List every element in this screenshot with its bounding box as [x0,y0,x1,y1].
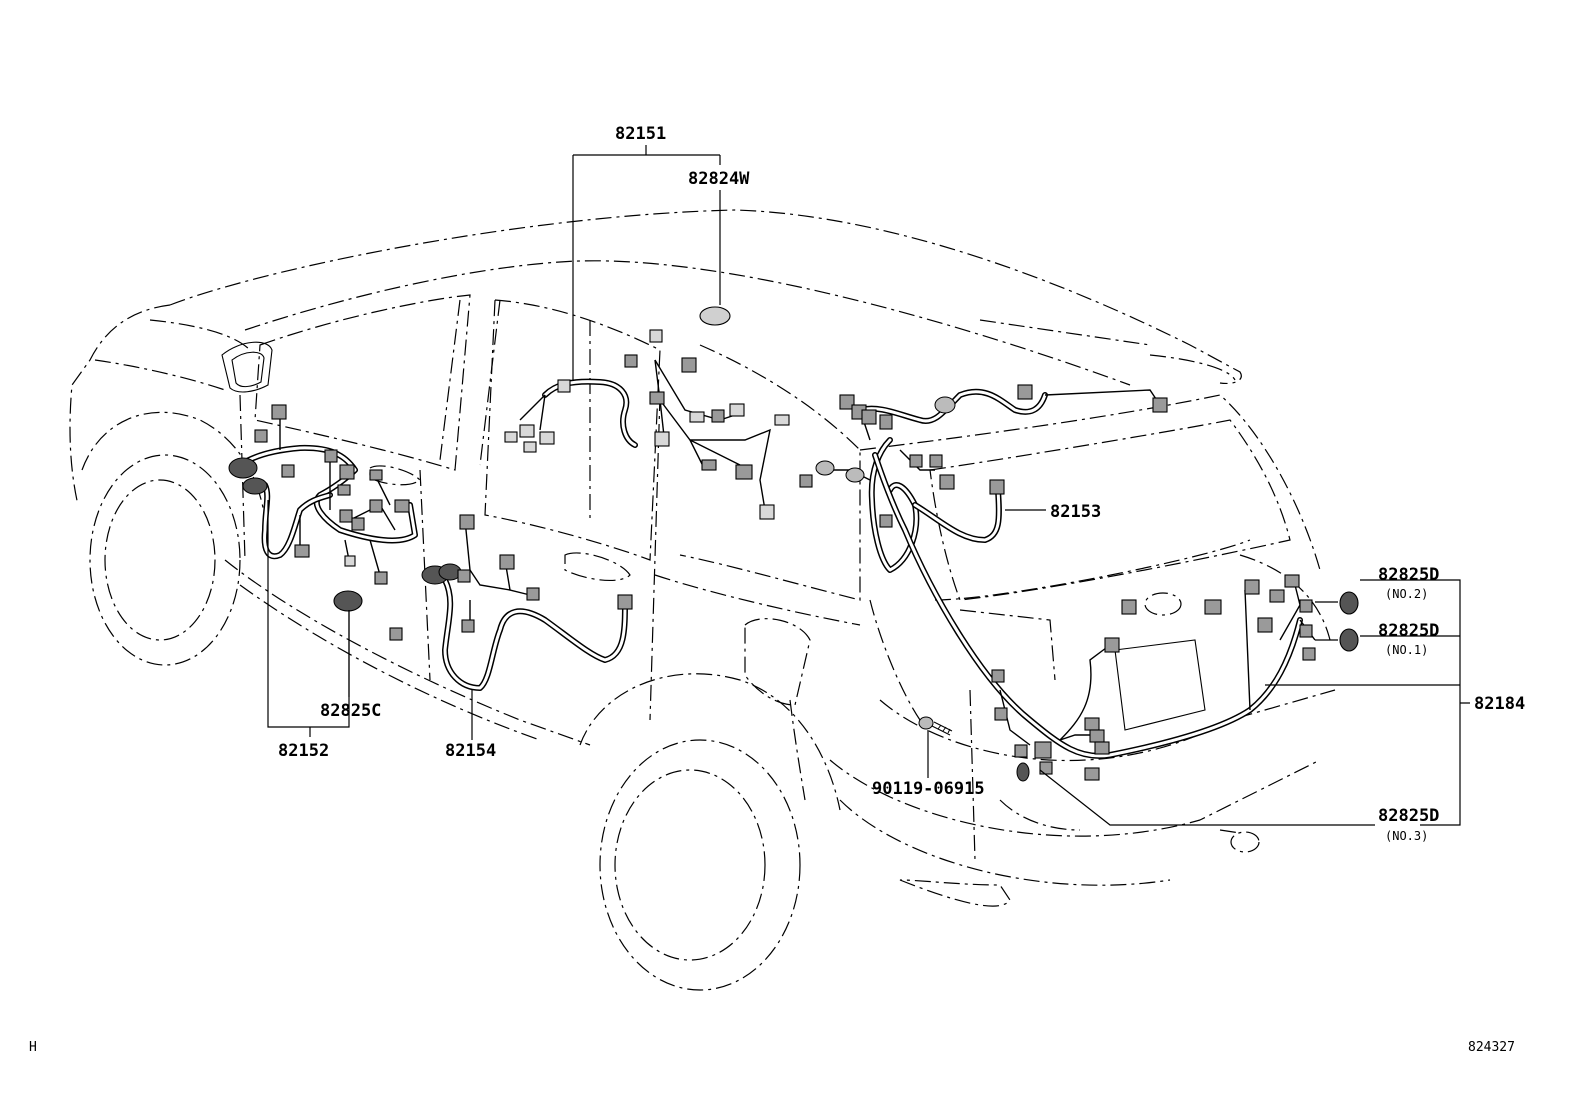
harness-82184 [872,452,1359,782]
label-82825d-no3: 82825D [1378,806,1439,826]
label-82151: 82151 [615,124,666,144]
grommet-82825d-no3 [1016,762,1030,782]
label-82825c: 82825C [320,701,381,721]
harness-82154 [421,514,633,691]
illustration-number: 824327 [1468,1040,1515,1055]
harness-82151 [504,306,790,520]
grommet-82825d-no1 [1339,628,1359,652]
label-82154: 82154 [445,741,496,761]
section-letter: H [29,1040,37,1055]
harness-82152 [228,404,418,641]
clip-82824w [699,306,731,326]
grommet-82825d-no2 [1339,591,1359,615]
label-82825d-no2-note: (NO.2) [1385,587,1428,601]
label-82153: 82153 [1050,502,1101,522]
label-90119-06915: 90119-06915 [872,779,985,799]
label-82825d-no3-note: (NO.3) [1385,829,1428,843]
harness-82153 [799,384,1168,573]
part-labels: 82151 82824W 82153 82825D (NO.2) 82825D … [278,124,1525,843]
label-82825d-no1-note: (NO.1) [1385,643,1428,657]
grommet-82825c [333,590,363,612]
label-82824w: 82824W [688,169,750,189]
leader-lines [267,145,1470,826]
bolt-90119-06915 [918,716,953,736]
label-82825d-no2: 82825D [1378,565,1439,585]
label-82184: 82184 [1474,694,1525,714]
vehicle-body-outline [69,209,1336,991]
label-82825d-no1: 82825D [1378,621,1439,641]
label-82152: 82152 [278,741,329,761]
